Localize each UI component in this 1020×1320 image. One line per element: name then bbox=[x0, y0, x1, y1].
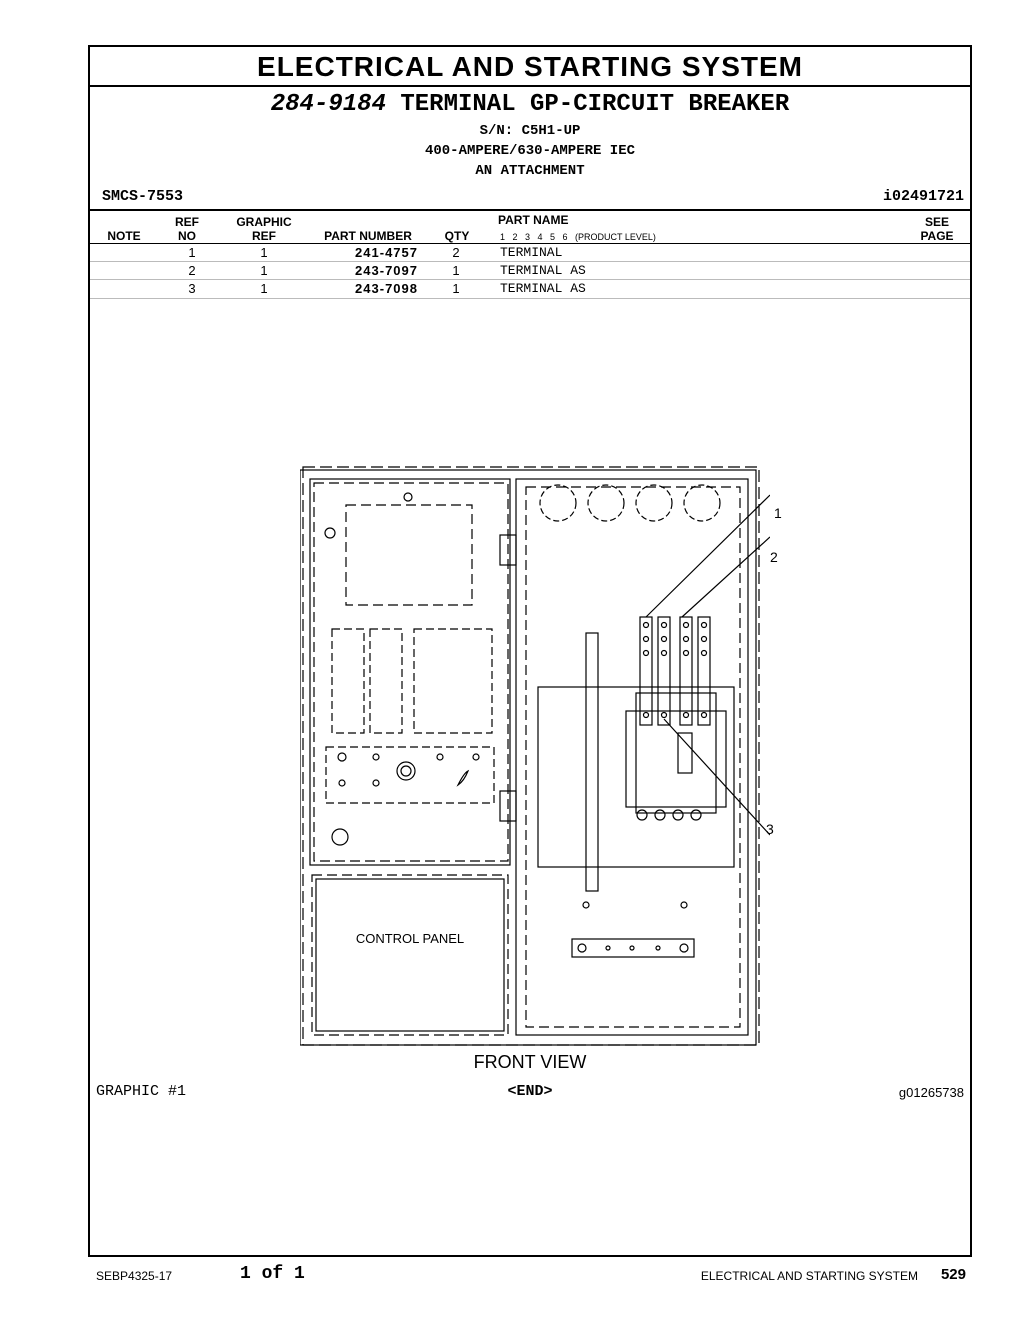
graphic-id: g01265738 bbox=[898, 1085, 964, 1100]
group-title: 284-9184 TERMINAL GP-CIRCUIT BREAKER bbox=[90, 91, 970, 118]
callout-1: 1 bbox=[774, 505, 782, 521]
row-part-number: 243-7098 bbox=[355, 281, 418, 296]
group-part-number: 284-9184 bbox=[270, 91, 386, 118]
callout-2: 2 bbox=[770, 549, 778, 565]
page-frame: ELECTRICAL AND STARTING SYSTEM 284-9184 … bbox=[88, 45, 972, 1257]
front-view-label: FRONT VIEW bbox=[473, 1052, 587, 1072]
rating: 400-AMPERE/630-AMPERE IEC bbox=[424, 143, 636, 159]
table-row: 1 1 241-4757 2 TERMINAL bbox=[90, 243, 970, 262]
row-ref: 2 bbox=[188, 263, 196, 278]
header-qty: QTY bbox=[444, 229, 470, 243]
row-name: TERMINAL AS bbox=[500, 263, 586, 278]
row-name: TERMINAL bbox=[500, 245, 563, 260]
header-divider bbox=[90, 209, 970, 211]
footer-page-of: 1 of 1 bbox=[240, 1264, 305, 1284]
row-name: TERMINAL AS bbox=[500, 281, 586, 296]
group-name: TERMINAL GP-CIRCUIT BREAKER bbox=[400, 91, 790, 118]
illustration-id: i02491721 bbox=[882, 188, 964, 205]
header-note: NOTE bbox=[107, 229, 141, 243]
smcs-code: SMCS-7553 bbox=[102, 188, 184, 205]
graphic-label: GRAPHIC #1 bbox=[96, 1083, 187, 1100]
control-panel-label: CONTROL PANEL bbox=[356, 931, 464, 946]
cabinet-illustration: CONTROL PANEL bbox=[299, 466, 771, 1046]
row-part-number: 243-7097 bbox=[355, 263, 418, 278]
front-view-drawing: CONTROL PANEL bbox=[299, 465, 771, 1085]
row-qty: 1 bbox=[452, 281, 460, 296]
header-product-level: 1 2 3 4 5 6 (PRODUCT LEVEL) bbox=[500, 232, 656, 242]
row-qty: 2 bbox=[452, 245, 460, 260]
header-part-name: PART NAME bbox=[498, 213, 569, 227]
row-qty: 1 bbox=[452, 263, 460, 278]
row-ref: 3 bbox=[188, 281, 196, 296]
table-row: 3 1 243-7098 1 TERMINAL AS bbox=[90, 279, 970, 299]
header-part-number: PART NUMBER bbox=[324, 229, 412, 243]
footer-doc-id: SEBP4325-17 bbox=[96, 1269, 173, 1283]
attachment-note: AN ATTACHMENT bbox=[475, 163, 585, 179]
serial-range: S/N: C5H1-UP bbox=[479, 123, 581, 139]
row-graphic: 1 bbox=[260, 263, 268, 278]
footer-page-number: 529 bbox=[940, 1266, 966, 1283]
row-graphic: 1 bbox=[260, 281, 268, 296]
footer-section: ELECTRICAL AND STARTING SYSTEM bbox=[700, 1269, 918, 1283]
row-ref: 1 bbox=[188, 245, 196, 260]
row-graphic: 1 bbox=[260, 245, 268, 260]
table-row: 2 1 243-7097 1 TERMINAL AS bbox=[90, 261, 970, 280]
row-part-number: 241-4757 bbox=[355, 245, 418, 260]
section-title: ELECTRICAL AND STARTING SYSTEM bbox=[90, 47, 970, 87]
end-marker: <END> bbox=[507, 1083, 553, 1100]
callout-3: 3 bbox=[766, 821, 774, 837]
